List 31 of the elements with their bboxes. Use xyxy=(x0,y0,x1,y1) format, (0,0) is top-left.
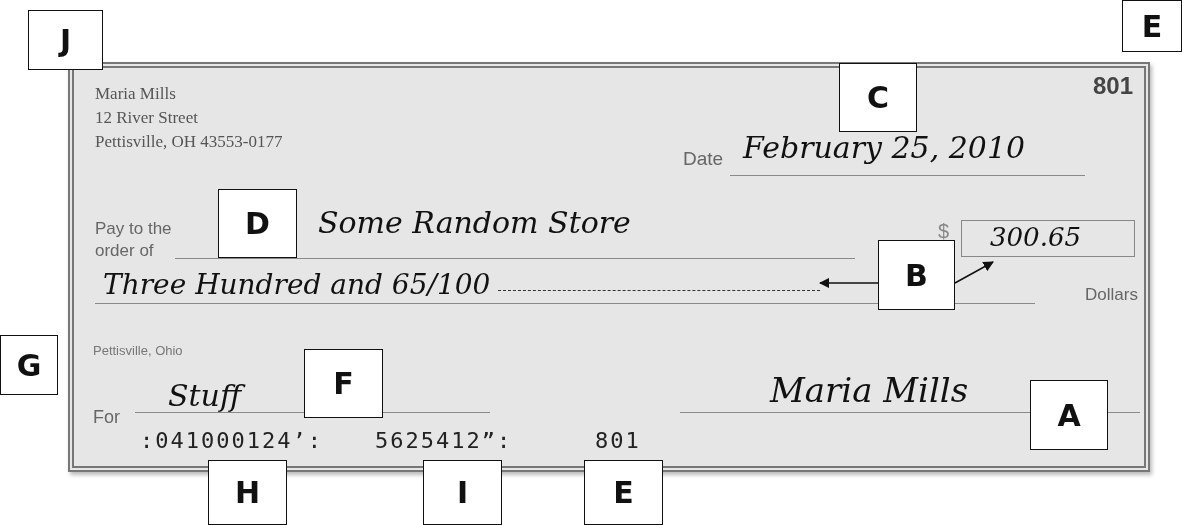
callout-letter: C xyxy=(839,63,917,132)
account-number: 5625412”: xyxy=(375,428,513,453)
written-payee: Some Random Store xyxy=(318,205,631,240)
arrow xyxy=(954,261,994,284)
signature: Maria Mills xyxy=(770,370,969,410)
callout-letter: H xyxy=(208,460,287,525)
routing-number: :041000124’: xyxy=(140,428,323,453)
return-address: 12 River Street xyxy=(95,108,198,128)
callout-letter: B xyxy=(878,240,955,310)
written-date: February 25, 2010 xyxy=(743,130,1026,165)
written-amount: Three Hundred and 65/100 xyxy=(103,270,820,301)
callout-letter: A xyxy=(1030,380,1108,450)
field-label: Dollars xyxy=(1085,285,1138,305)
field-label: For xyxy=(93,407,120,428)
field-label: Date xyxy=(683,148,724,170)
return-address: Maria Mills xyxy=(95,84,176,104)
arrow xyxy=(818,277,879,289)
callout-letter: D xyxy=(218,189,297,258)
callout-letter: F xyxy=(304,349,383,418)
check-number: 801 xyxy=(1093,72,1134,100)
field-label: Pay to the order of xyxy=(95,218,173,262)
callout-letter: E xyxy=(1122,0,1182,52)
callout-letter: E xyxy=(584,460,663,525)
field-label: $ xyxy=(938,220,950,243)
check-number: 801 xyxy=(595,428,641,453)
callout-letter: G xyxy=(0,335,58,395)
bank-location: Pettisville, Ohio xyxy=(93,343,183,358)
amount-field: 300.65 xyxy=(961,220,1135,257)
callout-letter: I xyxy=(423,460,502,525)
return-address: Pettisville, OH 43553-0177 xyxy=(95,132,283,152)
callout-letter: J xyxy=(28,10,103,70)
